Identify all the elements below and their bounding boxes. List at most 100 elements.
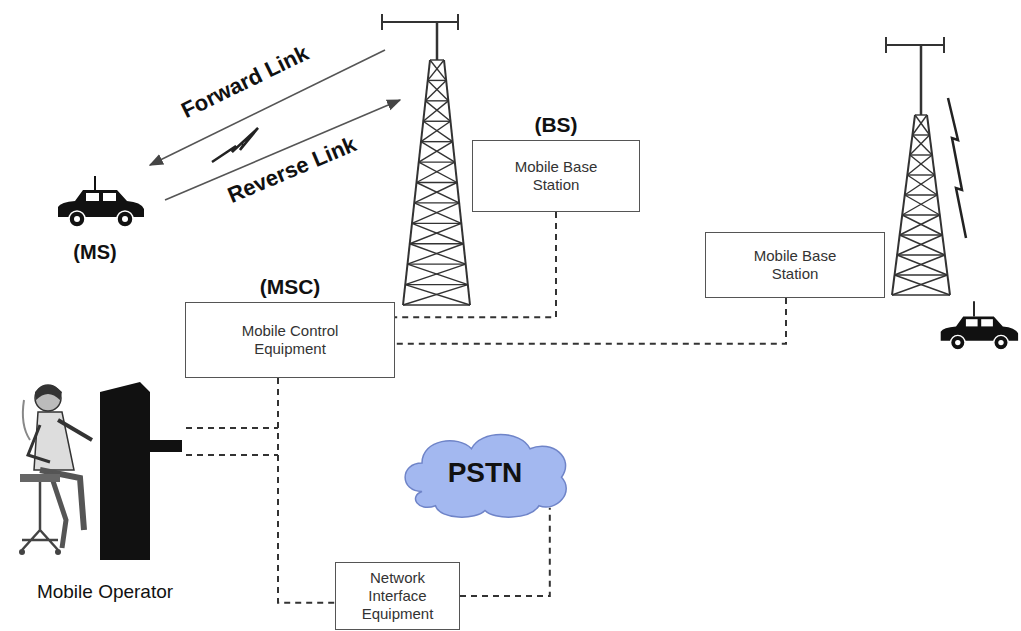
tower-strut: [885, 37, 887, 53]
tower-strut: [410, 244, 466, 264]
tower-strut: [414, 202, 459, 203]
pstn-cloud: PSTN: [395, 425, 575, 520]
tower-strut: [423, 101, 448, 121]
tower-strut: [910, 155, 935, 175]
tower-strut: [405, 284, 468, 285]
tower-strut: [428, 60, 444, 80]
tower-strut: [905, 195, 940, 215]
cloud-outline: [405, 435, 566, 518]
tower-strut: [412, 223, 464, 243]
tower-strut: [405, 285, 470, 305]
tower-strut: [910, 135, 930, 155]
tower-strut: [897, 255, 947, 275]
tower-strut: [912, 134, 929, 135]
interface-box: Network Interface Equipment: [335, 562, 460, 630]
tower-strut: [457, 14, 459, 30]
tower-strut: [905, 175, 935, 195]
node-heading: (BS): [534, 112, 577, 137]
tower-strut: [912, 135, 932, 155]
tower-strut: [417, 183, 460, 203]
tower-strut: [910, 154, 932, 155]
control-equipment-box: (MSC)Mobile Control Equipment: [185, 302, 395, 378]
dashed-connector: [395, 212, 556, 317]
tower-strut: [410, 243, 464, 244]
node-text: Mobile Base Station: [740, 247, 850, 283]
tower-strut: [414, 203, 461, 223]
tower-strut: [414, 183, 457, 203]
tower-strut: [902, 214, 940, 215]
tower-strut: [417, 182, 458, 183]
tower-strut: [920, 45, 923, 115]
operator-figure: [19, 382, 182, 560]
tower-strut: [423, 121, 450, 122]
tower-strut: [412, 203, 459, 223]
tower-strut: [900, 234, 943, 235]
tower-strut: [408, 263, 466, 264]
operator-label: Mobile Operator: [37, 581, 173, 603]
tower-strut: [417, 162, 455, 182]
dashed-connector: [395, 298, 786, 344]
tower-strut: [912, 115, 927, 135]
tower-strut: [408, 264, 468, 284]
tower-strut: [419, 162, 457, 182]
tower-strut: [895, 255, 945, 275]
tower-strut: [436, 22, 439, 60]
tower-strut: [419, 142, 453, 162]
tower-strut: [905, 194, 937, 195]
tower-strut: [428, 80, 449, 100]
tower-strut: [892, 275, 947, 295]
tower-strut: [403, 304, 470, 305]
tower-strut: [907, 175, 937, 195]
node-text: Mobile Control Equipment: [220, 322, 360, 358]
dashed-connector: [460, 508, 550, 596]
tower-strut: [426, 100, 449, 101]
car-icon: [941, 301, 1018, 350]
tower-strut: [410, 223, 462, 243]
lightning-bolt: [212, 128, 258, 162]
operator-line: [186, 454, 278, 456]
tower-strut: [895, 275, 950, 295]
tower-group: [382, 14, 950, 305]
tower-strut: [895, 274, 948, 275]
tower-strut: [902, 195, 937, 215]
tower-strut: [907, 155, 932, 175]
dashed-connector: [278, 378, 335, 603]
link-label: Forward Link: [177, 40, 313, 124]
tower-strut: [423, 121, 452, 141]
base-station-box: Mobile Base Station: [705, 232, 885, 298]
tower-strut: [426, 80, 447, 100]
node-text: PSTN: [448, 456, 523, 490]
tower-strut: [892, 294, 950, 295]
tower-strut: [886, 44, 944, 46]
operator-line: [186, 427, 278, 429]
node-text: Mobile Base Station: [501, 158, 611, 194]
tower-strut: [897, 254, 945, 255]
tower-strut: [900, 215, 940, 235]
tower-strut: [430, 60, 446, 80]
tower-strut: [382, 21, 458, 23]
tower-strut: [907, 174, 934, 175]
tower-strut: [902, 215, 942, 235]
tower-strut: [421, 141, 453, 142]
tower-strut: [915, 115, 930, 135]
node-text: Network Interface Equipment: [358, 569, 438, 623]
car-icon: [58, 176, 144, 227]
tower-strut: [428, 80, 446, 81]
tower-strut: [412, 223, 461, 224]
tower-strut: [421, 121, 451, 141]
lightning-bolt: [948, 98, 966, 238]
tower-strut: [408, 244, 464, 264]
tower-strut: [426, 101, 451, 121]
node-heading: (MSC): [260, 274, 321, 299]
tower-strut: [943, 37, 945, 53]
tower-strut: [900, 235, 945, 255]
base-station-box: (BS)Mobile Base Station: [472, 140, 640, 212]
tower-strut: [421, 142, 455, 162]
tower-strut: [897, 235, 942, 255]
station-label: (MS): [73, 241, 116, 264]
tower-strut: [419, 161, 455, 162]
tower-strut: [381, 14, 383, 30]
